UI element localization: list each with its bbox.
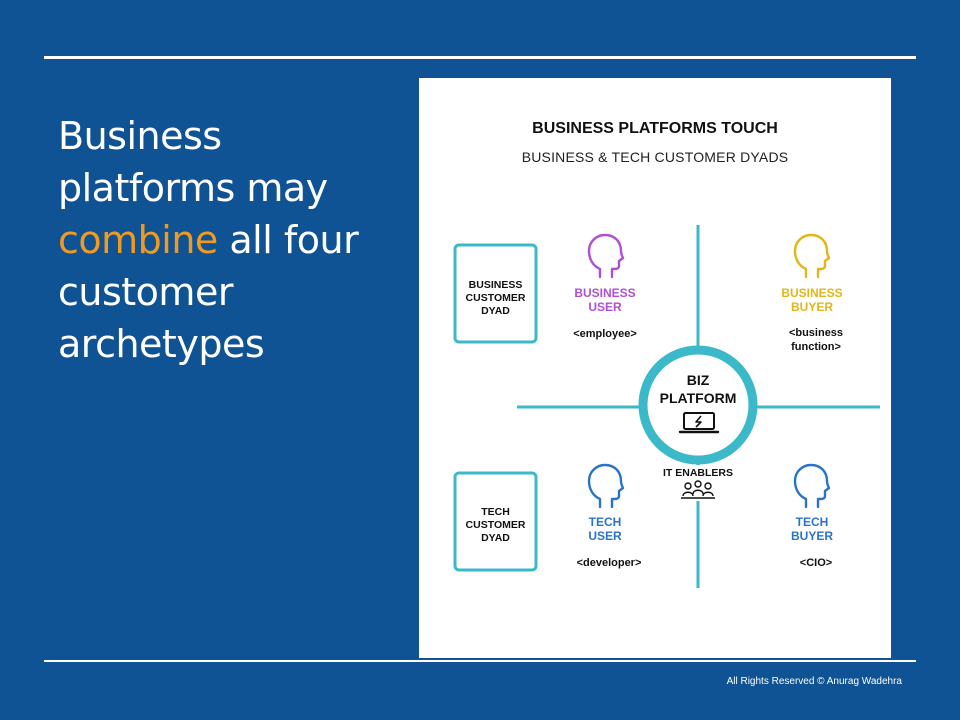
tech-buyer-tag: <CIO> <box>800 557 832 569</box>
dyads-diagram: BUSINESS PLATFORMS TOUCH BUSINESS & TECH… <box>419 78 891 658</box>
diagram-subtitle: BUSINESS & TECH CUSTOMER DYADS <box>522 149 789 165</box>
tech-buyer-head-icon <box>793 463 831 509</box>
platform-label2: PLATFORM <box>660 390 737 406</box>
business-buyer-head-icon <box>793 233 831 279</box>
business-user-label2: USER <box>588 300 622 314</box>
tech-dyad-box: TECH CUSTOMER DYAD <box>453 471 538 572</box>
headline-start: Business platforms may <box>58 114 328 210</box>
business-user-head-icon <box>587 233 625 279</box>
tech-dyad-line2: CUSTOMER <box>466 519 526 531</box>
business-buyer-tag1: <business <box>789 327 843 339</box>
business-user-tag: <employee> <box>573 328 637 340</box>
diagram-title: BUSINESS PLATFORMS TOUCH <box>532 120 778 137</box>
laptop-icon <box>678 412 720 434</box>
business-dyad-line3: DYAD <box>481 305 510 317</box>
it-enablers-group: IT ENABLERS <box>657 465 740 501</box>
business-dyad-box: BUSINESS CUSTOMER DYAD <box>453 243 538 344</box>
platform-label1: BIZ <box>687 372 710 388</box>
tech-buyer-label1: TECH <box>796 515 829 529</box>
tech-user-tag: <developer> <box>577 557 642 569</box>
slide-headline: Business platforms may combine all four … <box>58 110 388 370</box>
tech-user-label1: TECH <box>589 515 622 529</box>
dyads-diagram-svg: BUSINESS PLATFORMS TOUCH BUSINESS & TECH… <box>453 120 880 588</box>
tech-user-group: TECH USER <developer> <box>577 463 642 569</box>
bottom-divider <box>44 660 916 662</box>
headline-end: all four customer archetypes <box>58 218 359 366</box>
team-icon <box>681 480 715 499</box>
business-dyad-line2: CUSTOMER <box>466 292 526 304</box>
headline-highlight: combine <box>58 218 218 262</box>
business-user-label1: BUSINESS <box>574 286 635 300</box>
business-dyad-line1: BUSINESS <box>469 279 523 291</box>
tech-user-label2: USER <box>588 529 622 543</box>
it-enablers-label: IT ENABLERS <box>663 467 733 479</box>
business-buyer-label1: BUSINESS <box>781 286 842 300</box>
business-user-group: BUSINESS USER <employee> <box>573 233 637 340</box>
tech-buyer-group: TECH BUYER <CIO> <box>791 463 833 569</box>
biz-platform-hub: BIZ PLATFORM <box>638 345 758 465</box>
business-buyer-tag2: function> <box>791 341 841 353</box>
business-buyer-label2: BUYER <box>791 300 833 314</box>
top-divider <box>44 56 916 59</box>
tech-dyad-line3: DYAD <box>481 532 510 544</box>
tech-user-head-icon <box>587 463 625 509</box>
tech-buyer-label2: BUYER <box>791 529 833 543</box>
tech-dyad-line1: TECH <box>481 506 510 518</box>
copyright-footer: All Rights Reserved © Anurag Wadehra <box>726 676 902 687</box>
business-buyer-group: BUSINESS BUYER <business function> <box>781 233 843 353</box>
